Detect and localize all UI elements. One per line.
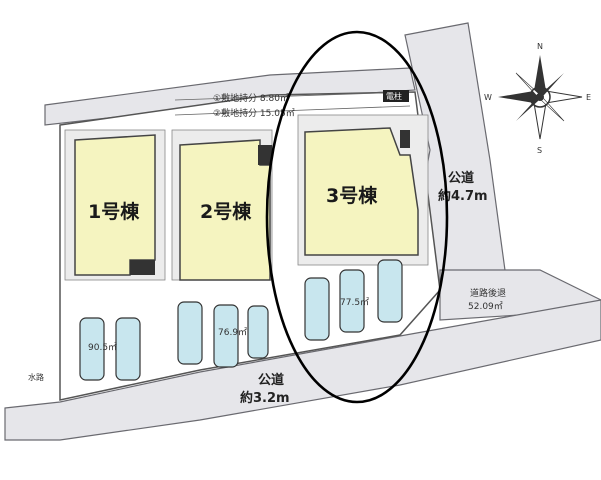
building-3-label: 3号棟	[326, 184, 378, 207]
south-road	[4, 299, 601, 441]
lot-1-area: 90.5㎡	[88, 342, 117, 353]
car	[115, 317, 141, 381]
equipment-blocks	[130, 130, 410, 275]
compass-w: W	[484, 93, 492, 102]
building-2: 2号棟	[179, 139, 271, 281]
strip-a-label: ①敷地持分 8.80㎡	[213, 92, 289, 104]
building-1: 1号棟	[74, 134, 156, 276]
parking-cars	[79, 259, 403, 381]
south-road-width: 約3.2m	[240, 390, 290, 406]
building-3-outline	[304, 127, 419, 256]
east-road-width: 約4.7m	[438, 188, 488, 204]
car	[213, 304, 239, 368]
left-tag: 水路	[28, 372, 44, 382]
east-road-title: 公道	[448, 170, 474, 186]
compass-n: N	[537, 42, 543, 51]
highlight-ellipse	[265, 30, 449, 404]
car	[247, 305, 269, 359]
compass-s: S	[537, 146, 542, 155]
strip-b-label: ②敷地持分 15.05㎡	[213, 107, 295, 119]
compass-rose: N S W E	[484, 42, 591, 155]
car	[339, 269, 365, 333]
south-road-title: 公道	[258, 372, 284, 388]
pole-tag-box	[383, 90, 409, 102]
shared-strips: ①敷地持分 8.80㎡ ②敷地持分 15.05㎡ 電柱	[174, 90, 411, 119]
lot-2-area: 76.9㎡	[218, 327, 247, 338]
car	[377, 259, 403, 323]
setback-title: 道路後退	[470, 287, 506, 299]
lot-3-area: 77.5㎡	[340, 297, 369, 308]
car	[79, 317, 105, 381]
pole-tag: 電柱	[386, 91, 402, 101]
building-3: 3号棟	[304, 127, 419, 256]
car	[304, 277, 330, 341]
compass-e: E	[586, 93, 591, 102]
setback-area: 52.09㎡	[468, 301, 503, 312]
north-strip	[44, 67, 416, 126]
building-1-label: 1号棟	[88, 200, 140, 223]
car	[177, 301, 203, 365]
building-2-label: 2号棟	[200, 200, 252, 223]
